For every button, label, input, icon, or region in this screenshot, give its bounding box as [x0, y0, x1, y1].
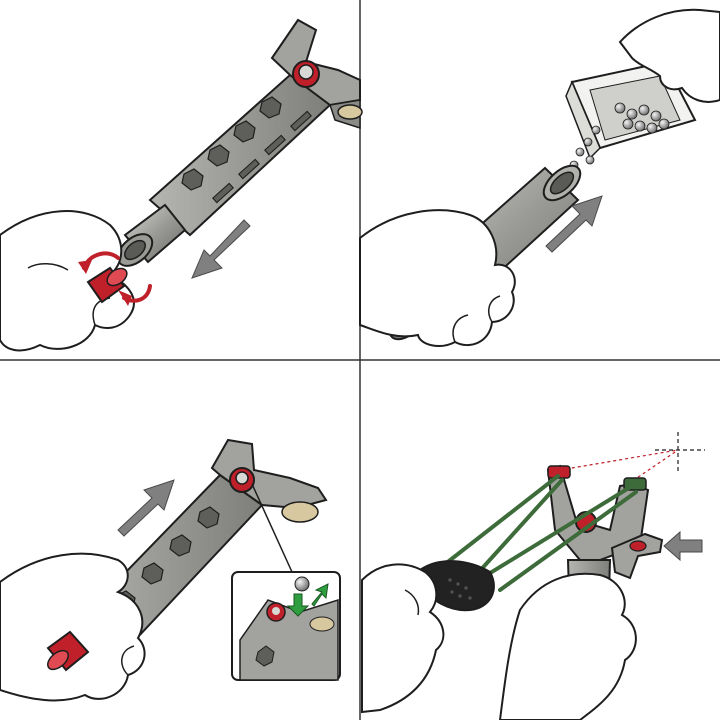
ammo-release-button	[292, 60, 320, 88]
hand-icon	[359, 209, 516, 347]
direction-arrow-icon	[191, 219, 251, 279]
ball-icon	[294, 576, 310, 592]
ball-icon	[569, 102, 670, 170]
end-cap	[46, 630, 90, 672]
pouch	[419, 560, 495, 612]
ammo-release-button	[229, 467, 255, 493]
rotate-arrowhead-2	[118, 290, 132, 306]
aim-lines	[559, 449, 679, 485]
rotate-arrowhead	[78, 260, 92, 274]
panel-2-pour-balls	[359, 8, 720, 347]
load-arrow-icon	[286, 583, 329, 617]
crosshair-icon	[655, 432, 705, 472]
magazine-tube-end	[116, 203, 187, 267]
direction-arrow-icon	[663, 530, 703, 562]
hand-icon	[361, 563, 445, 714]
rubber-bands	[438, 474, 638, 592]
detail-inset	[231, 571, 341, 681]
slingshot-handle	[148, 18, 363, 237]
hand-icon	[498, 572, 637, 720]
direction-arrow-icon	[545, 195, 603, 253]
hand-icon	[0, 552, 146, 702]
hand-icon	[0, 210, 135, 352]
panel-3-insert-tube	[0, 438, 341, 702]
hand-icon	[618, 8, 720, 103]
direction-arrow-icon	[117, 479, 175, 537]
slot-cutouts	[212, 110, 312, 204]
panel-1-unscrew-cap	[0, 18, 363, 352]
end-cap	[86, 266, 128, 304]
hex-cutouts	[181, 96, 282, 191]
callout-leader	[251, 483, 293, 573]
panel-4-aim-shoot	[361, 432, 705, 720]
